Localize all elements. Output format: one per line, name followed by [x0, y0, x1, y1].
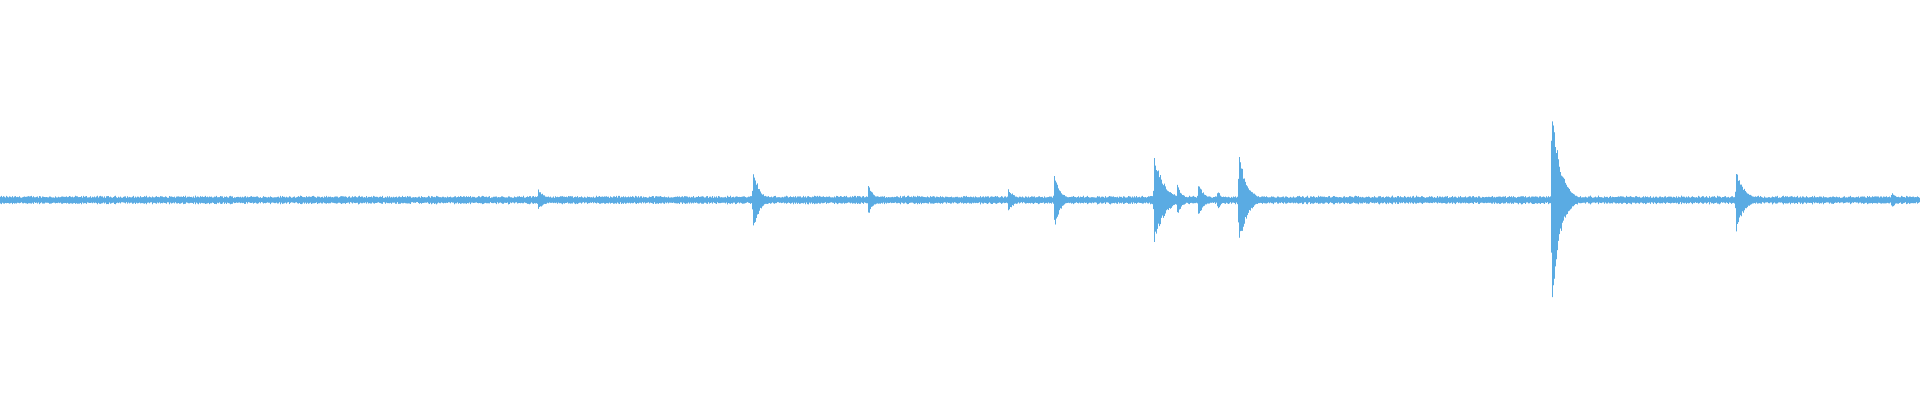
waveform-path — [0, 121, 1920, 298]
